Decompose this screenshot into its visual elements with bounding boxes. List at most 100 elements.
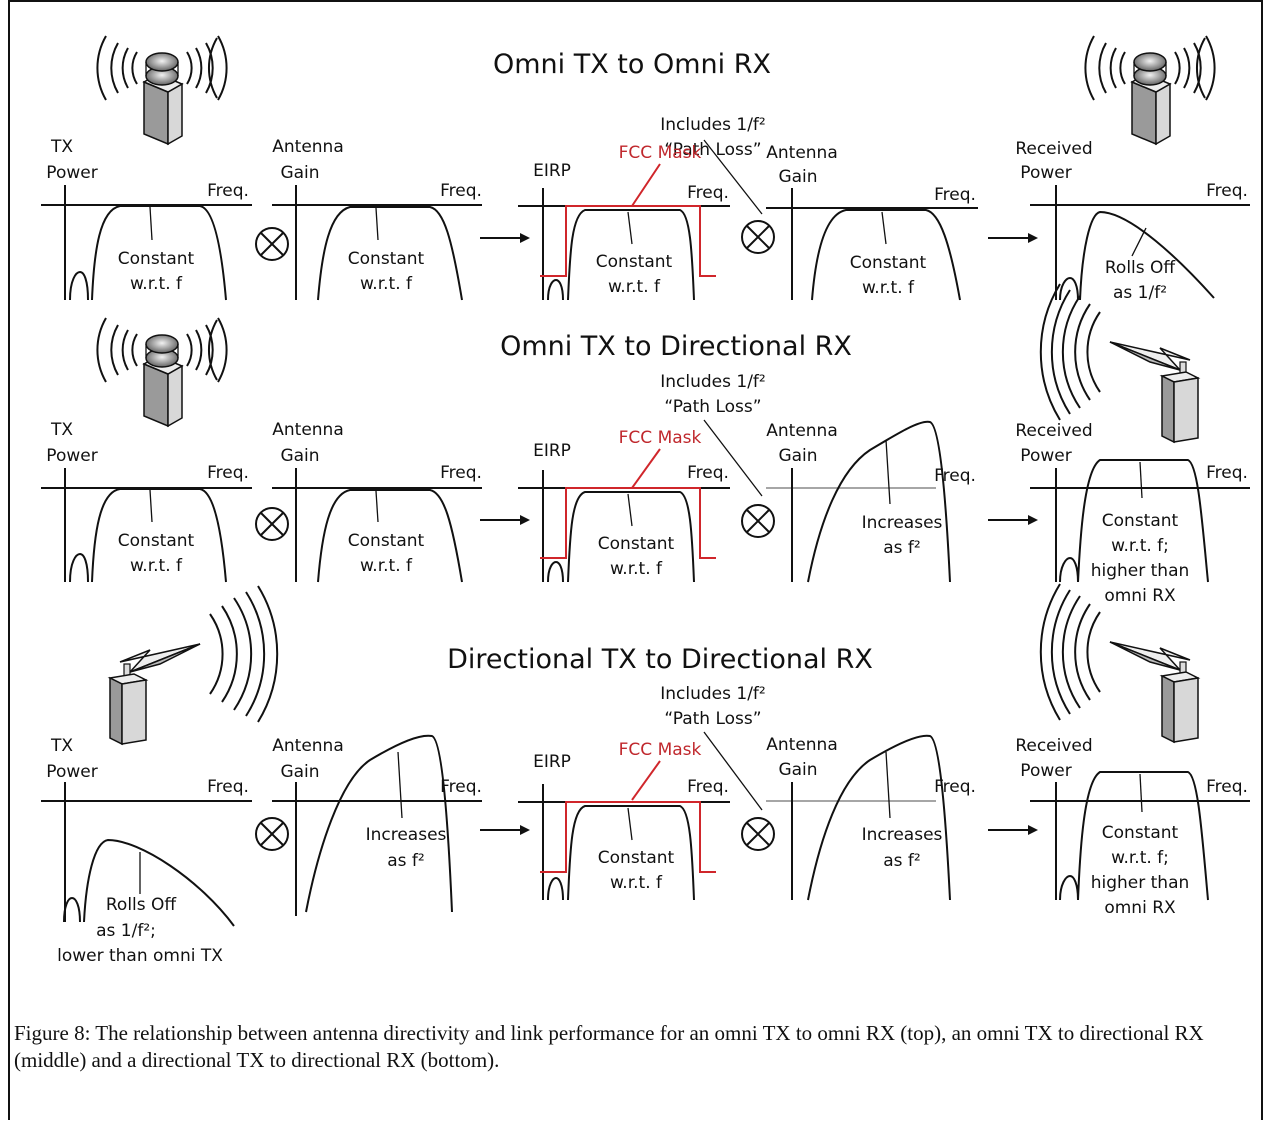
eirp-label: EIRP <box>533 441 571 461</box>
rx-power-text: Constant <box>1102 823 1179 843</box>
tx-antenna-gain-label: Antenna <box>272 420 344 440</box>
tx-power-text: Constant <box>118 531 195 551</box>
tx-power-label-2: Power <box>46 762 97 782</box>
eirp-text: Constant <box>598 534 675 554</box>
rx-power-text-3: higher than <box>1091 561 1190 581</box>
figure-frame <box>8 0 1263 1120</box>
eirp-text-2: w.r.t. f <box>608 277 661 297</box>
freq-label: Freq. <box>1206 777 1248 797</box>
freq-label: Freq. <box>934 777 976 797</box>
multiply-icon <box>741 817 775 851</box>
fcc-mask-label: FCC Mask <box>619 740 702 760</box>
received-power-label: Received <box>1015 736 1092 756</box>
rx-gain-text-2: as f² <box>883 851 920 871</box>
path-loss-note-2: “Path Loss” <box>664 709 761 729</box>
rx-antenna-gain-label: Antenna <box>766 421 838 441</box>
rx-power-text-4: omni RX <box>1104 898 1176 918</box>
tx-power-text-2: w.r.t. f <box>130 556 183 576</box>
omni-tx-antenna-icon <box>96 317 228 427</box>
freq-label: Freq. <box>934 466 976 486</box>
tx-gain-text: Constant <box>348 531 425 551</box>
directional-rx-antenna-icon <box>1039 283 1199 443</box>
eirp-label: EIRP <box>533 752 571 772</box>
rx-gain-text-2: as f² <box>883 538 920 558</box>
arrow-icon <box>987 824 1039 836</box>
tx-power-curve <box>69 205 227 301</box>
tx-power-text-2: w.r.t. f <box>130 274 183 294</box>
multiply-icon <box>255 817 289 851</box>
freq-label: Freq. <box>440 463 482 483</box>
rx-gain-increasing-curve <box>807 420 951 583</box>
freq-label: Freq. <box>440 181 482 201</box>
rx-power-text-3: higher than <box>1091 873 1190 893</box>
rx-power-text-4: omni RX <box>1104 586 1176 606</box>
rx-power-text-2: w.r.t. f; <box>1111 536 1169 556</box>
rx-power-text: Constant <box>1102 511 1179 531</box>
tx-power-label: TX <box>50 736 73 756</box>
omni-tx-antenna-icon <box>96 35 228 145</box>
freq-label: Freq. <box>207 777 249 797</box>
received-power-label-2: Power <box>1020 761 1071 781</box>
received-power-curve <box>1059 210 1215 301</box>
freq-label: Freq. <box>1206 181 1248 201</box>
arrow-icon <box>479 824 531 836</box>
tx-antenna-gain-label: Antenna <box>272 137 344 157</box>
tx-gain-increasing-curve <box>305 734 453 913</box>
path-loss-pointer <box>703 139 763 215</box>
arrow-icon <box>987 514 1039 526</box>
directional-tx-antenna-icon <box>109 585 279 745</box>
path-loss-note: Includes 1/f² <box>660 115 766 135</box>
eirp-text-2: w.r.t. f <box>610 873 663 893</box>
eirp-label: EIRP <box>533 161 571 181</box>
row-omni-omni: Omni TX to Omni RX Includes 1/f² “Path L… <box>41 35 1250 303</box>
tx-power-text: Constant <box>118 249 195 269</box>
tx-power-label: TX <box>50 137 73 157</box>
tx-power-text: Rolls Off <box>106 895 178 915</box>
received-power-label: Received <box>1015 421 1092 441</box>
tx-power-text-2: as 1/f²; <box>96 921 156 941</box>
tx-gain-text-2: w.r.t. f <box>360 274 413 294</box>
rx-gain-text-2: w.r.t. f <box>862 278 915 298</box>
tx-gain-text-2: as f² <box>387 851 424 871</box>
tx-antenna-gain-label: Antenna <box>272 736 344 756</box>
rx-power-text: Rolls Off <box>1105 258 1177 278</box>
rx-gain-text: Increases <box>862 513 943 533</box>
fcc-mask-curve <box>540 205 716 277</box>
tx-power-label: TX <box>50 420 73 440</box>
multiply-icon <box>255 507 289 541</box>
rx-antenna-gain-label-2: Gain <box>778 760 817 780</box>
multiply-icon <box>741 220 775 254</box>
directional-rx-antenna-icon <box>1039 583 1199 743</box>
arrow-icon <box>479 514 531 526</box>
arrow-icon <box>987 232 1039 244</box>
rx-antenna-gain-label-2: Gain <box>778 167 817 187</box>
tx-gain-text: Increases <box>366 825 447 845</box>
eirp-text: Constant <box>596 252 673 272</box>
arrow-icon <box>479 232 531 244</box>
rx-antenna-gain-label: Antenna <box>766 143 838 163</box>
tx-antenna-gain-label-2: Gain <box>280 446 319 466</box>
path-loss-note: Includes 1/f² <box>660 372 766 392</box>
multiply-icon <box>255 227 289 261</box>
row-omni-directional: Omni TX to Directional RX Includes 1/f² … <box>41 283 1250 606</box>
tx-power-rolloff-curve <box>63 838 235 927</box>
received-power-curve <box>1059 459 1209 583</box>
path-loss-note-2: “Path Loss” <box>664 140 761 160</box>
fcc-mask-label: FCC Mask <box>619 143 702 163</box>
rx-antenna-gain-label-2: Gain <box>778 446 817 466</box>
path-loss-note-2: “Path Loss” <box>664 397 761 417</box>
row-title: Directional TX to Directional RX <box>447 644 873 675</box>
tx-antenna-gain-label-2: Gain <box>280 163 319 183</box>
received-power-label: Received <box>1015 139 1092 159</box>
multiply-icon <box>741 504 775 538</box>
rx-gain-text: Increases <box>862 825 943 845</box>
received-power-label-2: Power <box>1020 163 1071 183</box>
figure-caption: Figure 8: The relationship between anten… <box>14 1021 1204 1072</box>
rx-gain-curve <box>811 209 961 301</box>
eirp-text-2: w.r.t. f <box>610 559 663 579</box>
row-title: Omni TX to Directional RX <box>500 331 852 362</box>
row-directional-directional: Directional TX to Directional RX Include… <box>41 583 1250 966</box>
freq-label: Freq. <box>1206 463 1248 483</box>
eirp-text: Constant <box>598 848 675 868</box>
received-power-label-2: Power <box>1020 446 1071 466</box>
